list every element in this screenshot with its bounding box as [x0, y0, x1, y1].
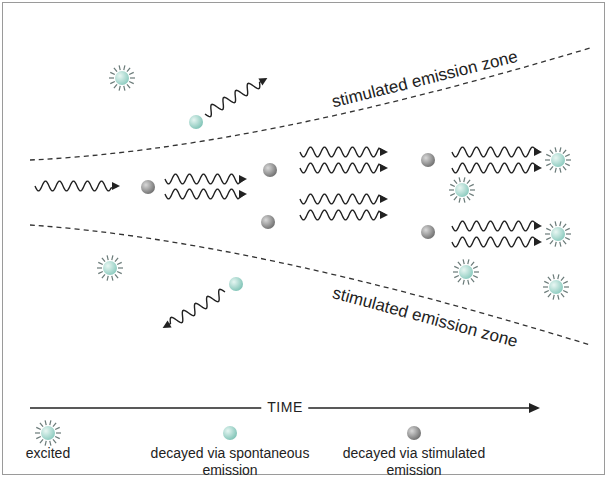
stimulated-atom [261, 215, 275, 229]
excited-atom [453, 259, 479, 284]
time-arrowhead [529, 403, 540, 413]
stimulated-atom [141, 180, 155, 194]
excited-atom [35, 420, 61, 445]
axis-label: TIME [261, 400, 308, 415]
photon-wave [300, 210, 388, 220]
excited-atom [543, 274, 569, 299]
legend-text: decayed via stimulated emission [334, 445, 494, 477]
stimulated-atom [407, 426, 421, 440]
zone-label: stimulated emission zone [330, 48, 520, 112]
photon-wave [163, 289, 225, 328]
photon-wave [452, 163, 542, 173]
photon-wave [205, 78, 267, 117]
excited-atom [97, 255, 123, 280]
photon-wave [452, 221, 542, 231]
zone-label: stimulated emission zone [330, 284, 519, 351]
photon-wave [165, 189, 247, 199]
spontaneous-atom [189, 115, 203, 129]
excited-atom [545, 147, 571, 172]
zone-boundary [30, 48, 590, 160]
stimulated-atom [263, 163, 277, 177]
photon-wave [300, 147, 388, 157]
photon-wave [35, 181, 120, 191]
photon-wave [452, 237, 542, 247]
frame [3, 3, 605, 475]
zone-boundary [30, 225, 590, 345]
excited-atom [545, 221, 571, 246]
legend-text: decayed via spontaneous emission [150, 445, 310, 477]
excited-atom [109, 65, 135, 90]
photon-wave [165, 174, 247, 184]
photon-wave [452, 147, 542, 157]
spontaneous-atom [229, 277, 243, 291]
excited-atom [449, 177, 475, 202]
spontaneous-atom [223, 426, 237, 440]
photon-wave [300, 194, 388, 204]
photon-wave [300, 163, 388, 173]
legend-text: excited [3, 445, 93, 462]
stimulated-atom [421, 225, 435, 239]
stimulated-atom [421, 153, 435, 167]
